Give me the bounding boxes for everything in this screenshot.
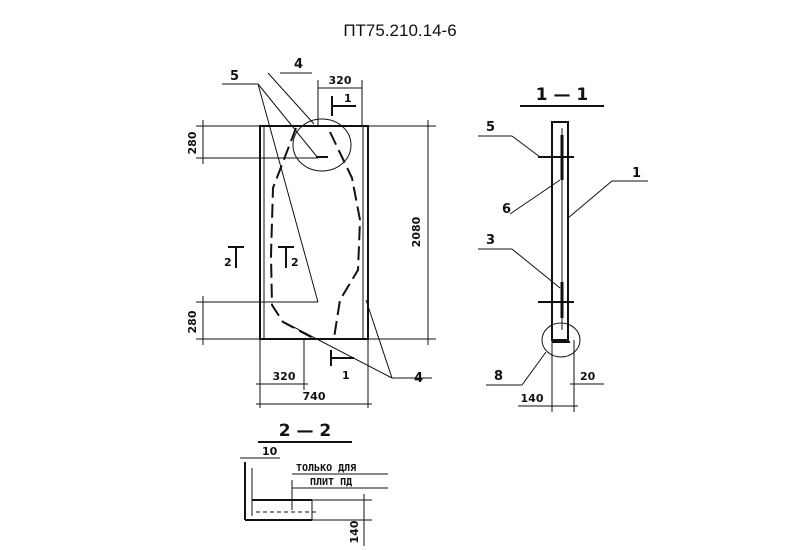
leader-5-a: [257, 83, 319, 159]
dim-total-height: 2080: [410, 216, 423, 247]
note-text-line2: ПЛИТ ПД: [310, 477, 352, 488]
section-mark-2-right: 2: [291, 256, 299, 269]
callout-3: 3: [486, 233, 495, 248]
dim-bottom-height: 280: [186, 310, 199, 333]
section-2-2-title: 2 — 2: [279, 421, 332, 441]
callout-5-section: 5: [486, 120, 495, 135]
section-mark-1-bottom: 1: [342, 369, 350, 382]
leader-6: [509, 179, 561, 215]
leader-3-diag: [511, 248, 561, 289]
leader-5-section-diag: [511, 135, 541, 158]
slab-section: [551, 121, 569, 341]
dim-total-width: 740: [303, 390, 326, 403]
rebar-dashed-contour: [269, 127, 362, 339]
drawing-title: ПТ75.210.14-6: [343, 21, 456, 40]
leader-5-b: [257, 83, 319, 303]
dim-bottom-left: 320: [273, 370, 296, 383]
note-text-line1: ТОЛЬКО ДЛЯ: [296, 463, 356, 474]
leader-1-diag: [567, 180, 613, 219]
panel-outline: [259, 125, 369, 340]
section-mark-2-left: 2: [224, 256, 232, 269]
dim-140-section: 140: [521, 392, 544, 405]
dim-top-width: 320: [329, 74, 352, 87]
callout-8: 8: [494, 369, 503, 384]
dim-20: 20: [580, 370, 596, 383]
leader-8-diag: [521, 351, 547, 386]
callout-1-section: 1: [632, 166, 641, 181]
dim-10: 10: [262, 445, 278, 458]
leader-4-bottom-b: [365, 299, 393, 379]
section-mark-1-top: 1: [344, 92, 352, 105]
callout-6: 6: [502, 202, 511, 217]
front-view: 320 1 5 4 280 280 2080 2 2: [186, 57, 436, 408]
dim-140-2-2: 140: [348, 520, 361, 543]
dim-top-height: 280: [186, 131, 199, 154]
section-1-1: 1 — 1 5 6 1 3 8 20: [478, 85, 648, 412]
leader-4-bottom-a: [283, 321, 393, 379]
leader-4-top-diag: [267, 72, 315, 125]
callout-4-top: 4: [294, 57, 303, 72]
callout-5-front: 5: [230, 69, 239, 84]
detail-circle-8: [541, 322, 581, 358]
detail-circle-4-top: [292, 118, 352, 172]
section-2-2: 2 — 2 10 ТОЛЬКО ДЛЯ ПЛИТ ПД 140: [240, 421, 388, 546]
section-1-1-title: 1 — 1: [536, 85, 589, 105]
